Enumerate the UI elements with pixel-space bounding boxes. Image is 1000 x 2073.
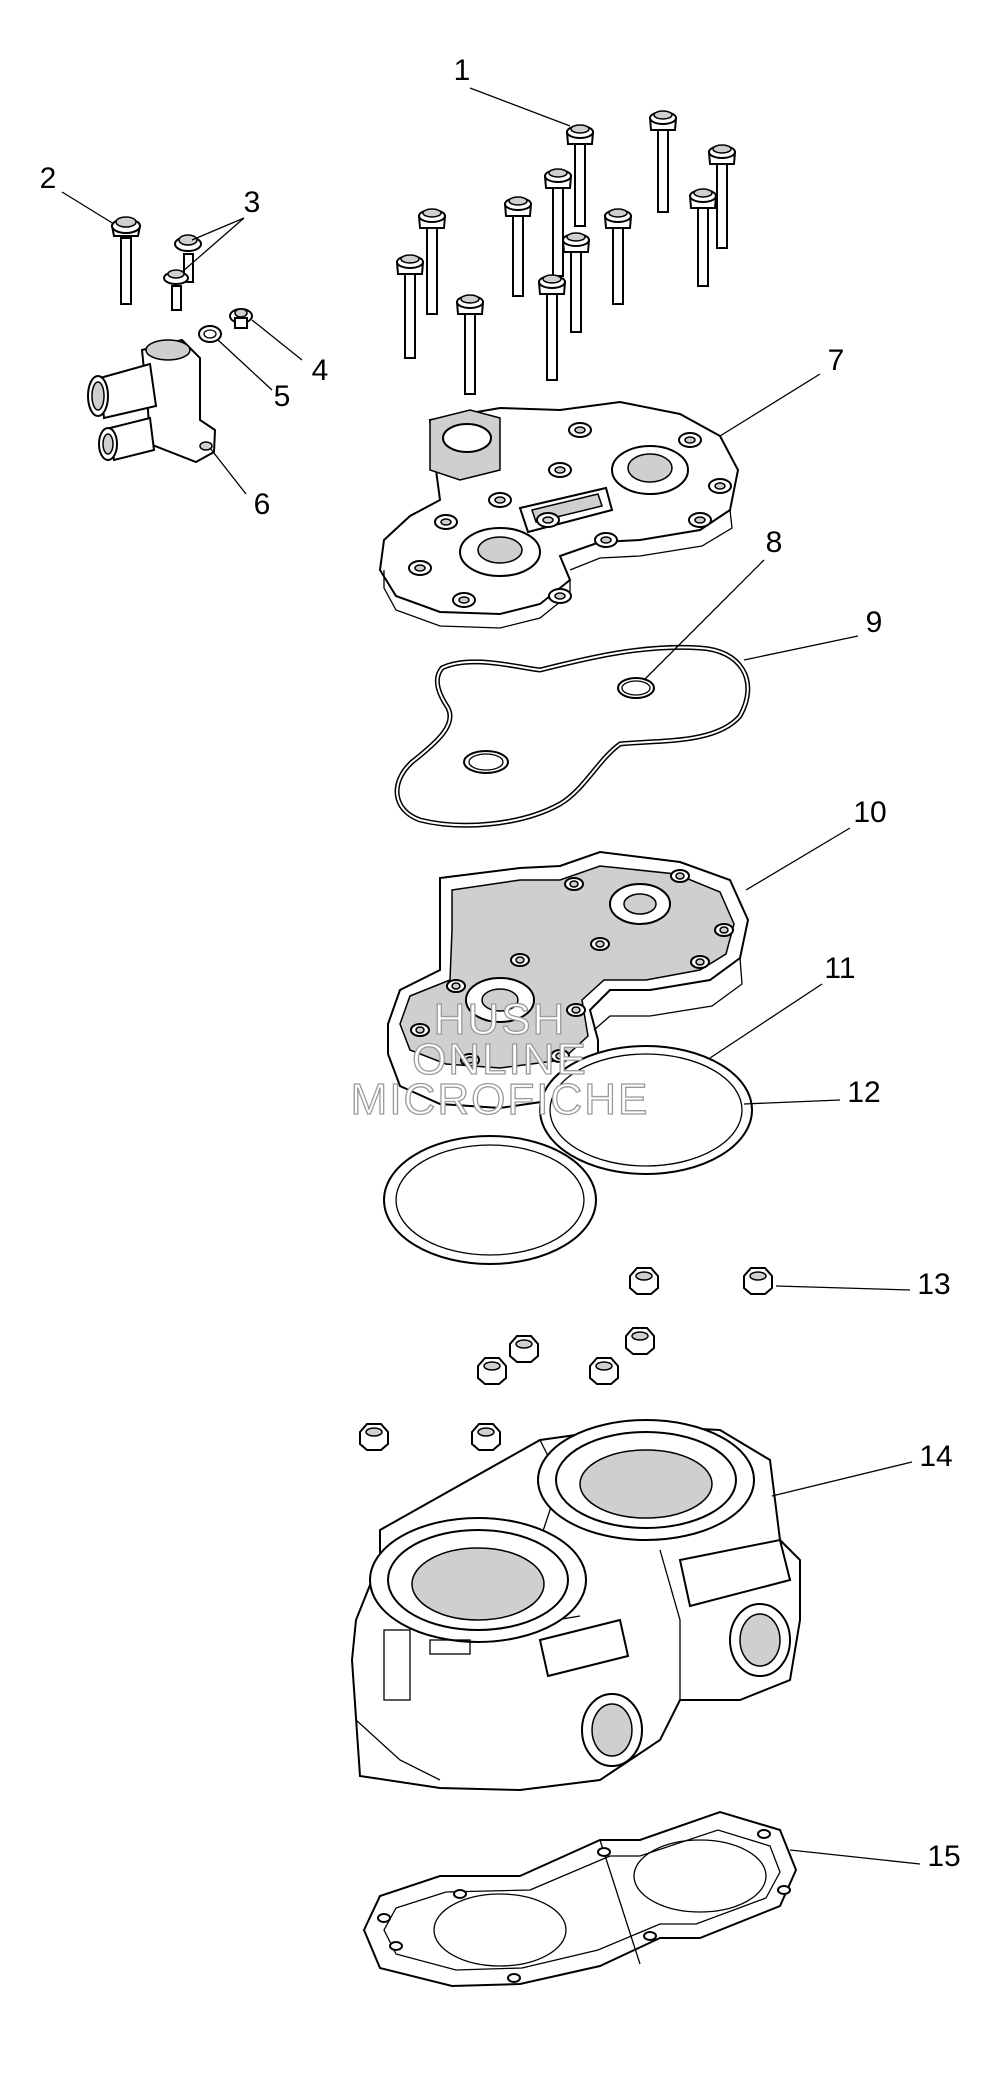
head-bolt[interactable] <box>688 188 718 287</box>
head-bolt-hole <box>566 1003 586 1017</box>
head-bolt[interactable] <box>561 232 591 333</box>
part-9-cover-gasket[interactable] <box>394 644 751 828</box>
callout-11: 11 <box>824 952 855 985</box>
part-7-head-cover[interactable] <box>378 400 740 629</box>
callout-13: 13 <box>917 1268 950 1301</box>
callout-10: 10 <box>853 796 886 829</box>
cover-bolt-hole <box>708 478 732 494</box>
callout-9: 9 <box>866 606 883 639</box>
part-5-washer[interactable] <box>198 325 222 343</box>
cover-bolt-hole <box>594 532 618 548</box>
callout-12: 12 <box>847 1076 880 1109</box>
part-11-12-rings[interactable] <box>383 1045 753 1265</box>
head-bolt[interactable] <box>707 144 737 249</box>
head-bolt[interactable] <box>543 168 573 277</box>
part-2-bolt[interactable] <box>110 216 142 305</box>
callout-1: 1 <box>454 54 471 87</box>
gasket-hole <box>643 1931 657 1941</box>
hex-nut[interactable] <box>743 1267 773 1295</box>
cover-bolt-hole <box>548 462 572 478</box>
part-6-water-outlet[interactable] <box>87 338 217 464</box>
cover-bolt-hole <box>452 592 476 608</box>
gasket-hole <box>507 1973 521 1983</box>
head-bolt[interactable] <box>503 196 533 297</box>
head-bolt-hole <box>564 877 584 891</box>
watermark-line-1: HUSH <box>434 995 567 1044</box>
callout-6: 6 <box>254 488 271 521</box>
part-10-cylinder-head[interactable] <box>386 850 750 1110</box>
callout-2: 2 <box>40 162 57 195</box>
gasket-hole <box>757 1829 771 1839</box>
head-bolt-hole <box>714 923 734 937</box>
part-13-nuts[interactable] <box>359 1267 773 1451</box>
cover-bolt-hole <box>568 422 592 438</box>
head-bolt-hole <box>510 953 530 967</box>
gasket-hole <box>777 1885 791 1895</box>
head-bolt[interactable] <box>537 274 567 381</box>
callout-4: 4 <box>312 354 329 387</box>
gasket-hole <box>597 1847 611 1857</box>
gasket-hole <box>453 1889 467 1899</box>
callout-15: 15 <box>927 1840 960 1873</box>
cover-bolt-hole <box>548 588 572 604</box>
head-bolt[interactable] <box>417 208 447 315</box>
callout-5: 5 <box>274 380 291 413</box>
watermark: HUSH ONLINE MICROFICHE <box>350 994 650 1124</box>
head-bolt[interactable] <box>395 254 425 359</box>
gasket-hole <box>389 1941 403 1951</box>
part-3-bolts[interactable] <box>163 234 202 311</box>
hex-nut[interactable] <box>471 1423 501 1451</box>
hex-nut[interactable] <box>509 1335 539 1363</box>
head-bolt-hole <box>670 869 690 883</box>
cover-bolt-hole <box>678 432 702 448</box>
hex-nut[interactable] <box>625 1327 655 1355</box>
part-1-head-bolts[interactable] <box>395 110 737 395</box>
callout-14: 14 <box>919 1440 952 1473</box>
cover-bolt-hole <box>536 512 560 528</box>
part-4-plug[interactable] <box>229 308 253 329</box>
cover-bolt-hole <box>488 492 512 508</box>
part-15-base-gaskets[interactable] <box>362 1810 798 1988</box>
leader-lines <box>61 87 921 1865</box>
watermark-line-3: MICROFICHE <box>351 1075 650 1124</box>
part-14-cylinder-block[interactable] <box>350 1419 801 1792</box>
gasket-hole <box>377 1913 391 1923</box>
callout-7: 7 <box>828 344 845 377</box>
head-bolt-hole <box>590 937 610 951</box>
watermark-line-2: ONLINE <box>412 1035 588 1084</box>
part-8-o-rings[interactable] <box>463 677 655 774</box>
head-bolt[interactable] <box>455 294 485 395</box>
head-bolt-hole <box>446 979 466 993</box>
head-bolt-hole <box>410 1023 430 1037</box>
cover-bolt-hole <box>408 560 432 576</box>
head-bolt-hole <box>690 955 710 969</box>
callout-8: 8 <box>766 526 783 559</box>
head-bolt-hole <box>460 1053 480 1067</box>
hex-nut[interactable] <box>589 1357 619 1385</box>
head-bolt[interactable] <box>603 208 633 305</box>
head-bolt-hole <box>550 1049 570 1063</box>
cover-bolt-hole <box>434 514 458 530</box>
callout-3: 3 <box>244 186 261 219</box>
hex-nut[interactable] <box>359 1423 389 1451</box>
head-bolt[interactable] <box>565 124 595 227</box>
hex-nut[interactable] <box>477 1357 507 1385</box>
hex-nut[interactable] <box>629 1267 659 1295</box>
head-bolt[interactable] <box>648 110 678 213</box>
cover-bolt-hole <box>688 512 712 528</box>
